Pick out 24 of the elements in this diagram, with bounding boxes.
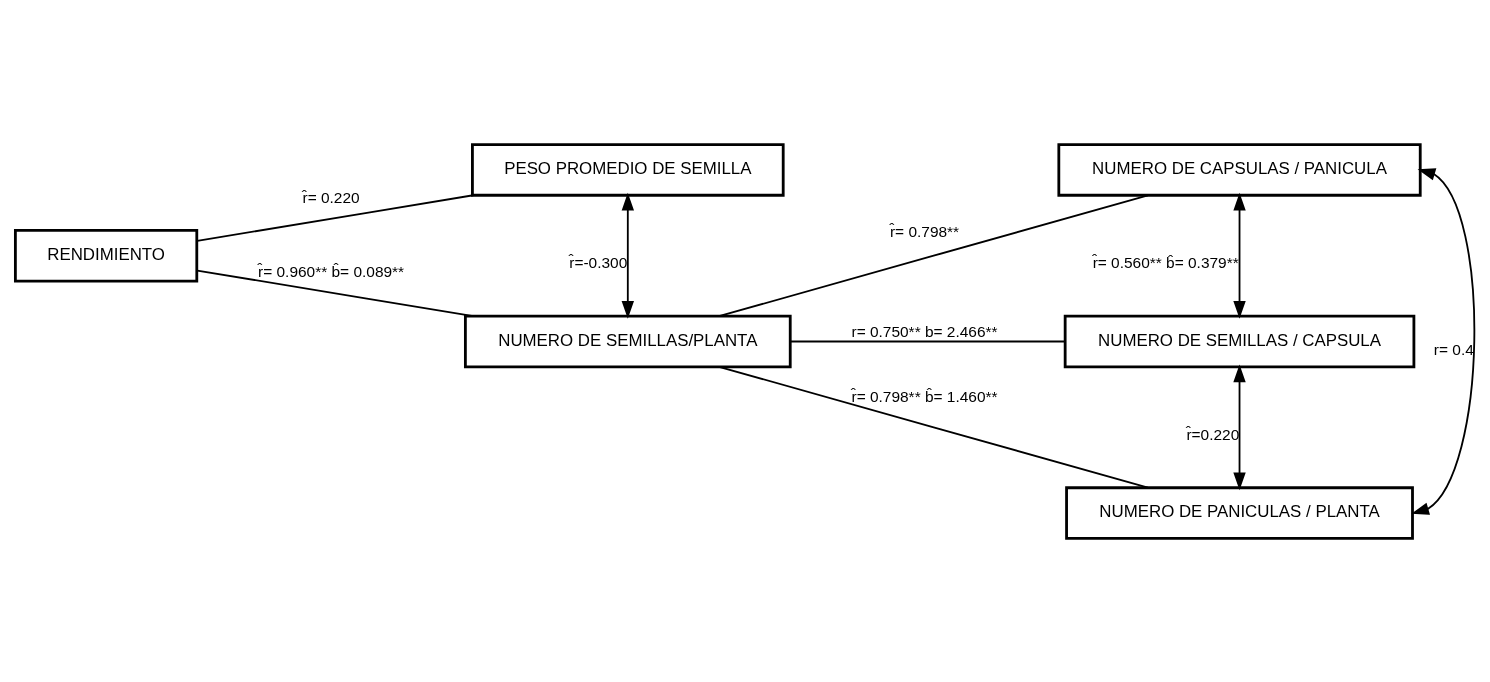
node-box: NUMERO DE SEMILLAS / CAPSULA xyxy=(1063,314,1416,368)
arrow xyxy=(1411,167,1476,515)
node-box: NUMERO DE SEMILLAS/PLANTA xyxy=(464,314,792,368)
connector xyxy=(196,193,475,242)
node-box: NUMERO DE PANICULAS / PLANTA xyxy=(1065,485,1414,540)
arrow xyxy=(1233,192,1246,319)
edge-label: r̂=0.220 xyxy=(1186,425,1240,443)
arrow xyxy=(621,192,634,319)
edge-label: r̂= 0.798** xyxy=(889,222,960,240)
node-box: NUMERO DE CAPSULAS / PANICULA xyxy=(1057,142,1422,197)
node-box: PESO PROMEDIO DE SEMILLA xyxy=(471,142,785,197)
connector xyxy=(789,340,1066,342)
edge-label: r̂= 0.798** b̂= 1.460** xyxy=(851,387,998,405)
connector xyxy=(196,269,475,317)
connector xyxy=(718,365,1149,489)
arrow xyxy=(1233,363,1246,490)
node-box: RENDIMIENTO xyxy=(14,228,199,282)
edge-label: r= 0.750** b= 2.466** xyxy=(851,322,998,340)
edge-label: r̂=-0.300 xyxy=(569,253,628,271)
connector xyxy=(718,193,1149,317)
edge-label: r= 0.4 xyxy=(1433,340,1474,358)
edge-label: r̂= 0.560** b̂= 0.379** xyxy=(1092,253,1239,271)
edge-label: r̂= 0.220 xyxy=(302,188,360,206)
edge-label: r̂= 0.960** b̂= 0.089** xyxy=(258,262,405,280)
